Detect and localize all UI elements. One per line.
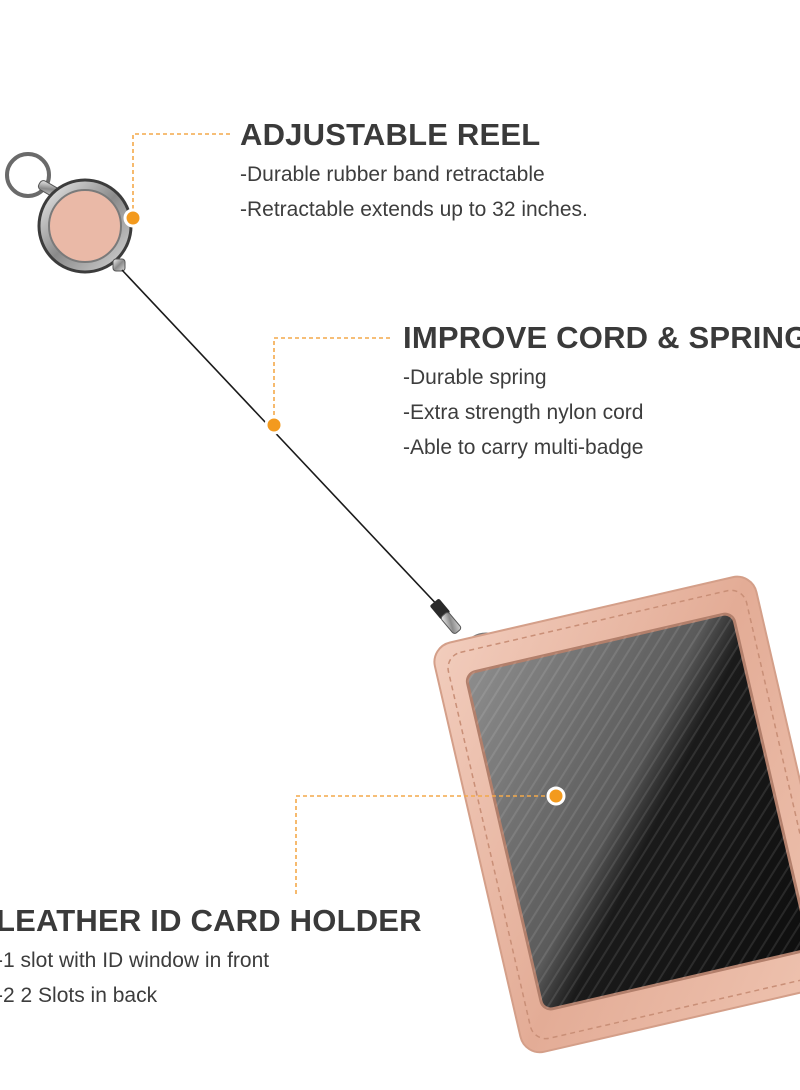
feature-line: -Durable spring (403, 366, 547, 389)
feature-line: -Retractable extends up to 32 inches. (240, 198, 588, 221)
feature-title-reel: ADJUSTABLE REEL (240, 117, 541, 152)
retractable-cord (121, 269, 443, 611)
callout-reel (123, 133, 230, 228)
reel-cord-exit (112, 258, 126, 272)
holder-stitching (447, 589, 800, 1040)
feature-line: -Able to carry multi-badge (403, 436, 644, 459)
key-ring (5, 152, 51, 198)
marker-dot-holder (546, 786, 566, 806)
feature-id-card-holder: LEATHER ID CARD HOLDER -1 slot with ID w… (0, 905, 422, 1006)
feature-adjustable-reel: ADJUSTABLE REEL -Durable rubber band ret… (240, 119, 588, 220)
feature-title-holder: LEATHER ID CARD HOLDER (0, 903, 422, 938)
feature-line: -1 slot with ID window in front (0, 949, 270, 972)
feature-line: -Durable rubber band retractable (240, 163, 545, 186)
marker-dot-cord (264, 415, 284, 435)
reel-group (5, 152, 133, 274)
clip-stem (440, 612, 462, 634)
feature-cord-spring: IMPROVE CORD & SPRING -Durable spring -E… (403, 322, 800, 458)
id-window-texture (467, 614, 800, 1009)
card-holder (433, 575, 800, 1054)
feature-title-cord: IMPROVE CORD & SPRING (403, 320, 800, 355)
feature-line: -Extra strength nylon cord (403, 401, 644, 424)
reel-face (48, 189, 122, 263)
callout-holder (295, 786, 566, 894)
leader-line-reel (132, 133, 230, 214)
callout-cord (264, 337, 390, 435)
leader-line-cord (273, 337, 390, 420)
marker-dot-reel (123, 208, 143, 228)
leader-line-holder (295, 795, 552, 894)
feature-line: -2 2 Slots in back (0, 984, 158, 1007)
